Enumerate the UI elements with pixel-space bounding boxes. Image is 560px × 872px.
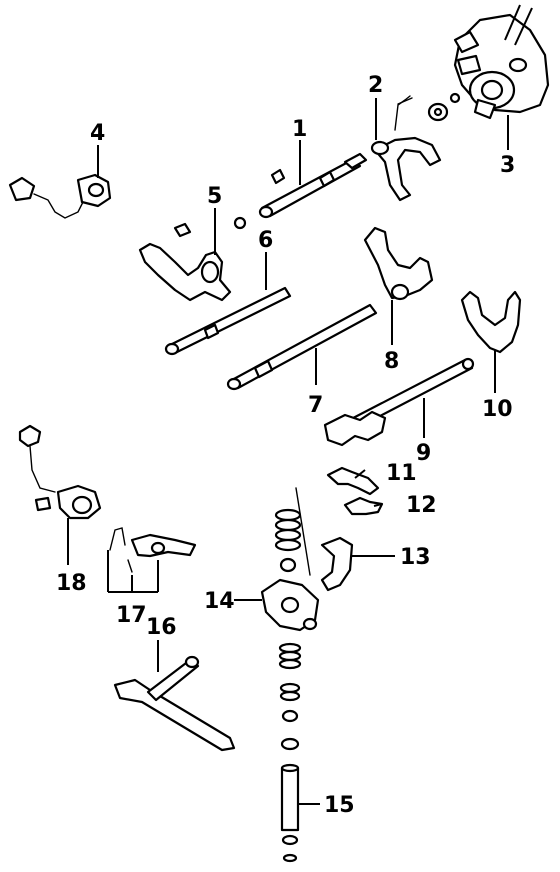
- lower-springs: [278, 642, 302, 751]
- callout-14: 14: [204, 589, 235, 614]
- callout-12: 12: [406, 493, 437, 518]
- part-7-shift-rail: [226, 303, 378, 391]
- part-17-clip: [109, 527, 197, 573]
- spring-stack: [274, 508, 302, 573]
- callout-11: 11: [386, 461, 417, 486]
- part-5-fork: [138, 216, 247, 302]
- callout-8: 8: [384, 349, 399, 374]
- leader-lines: [67, 98, 509, 805]
- part-4-sensor: [8, 173, 112, 219]
- part-16-lever: [113, 655, 236, 752]
- part-11-bracket: [326, 466, 380, 496]
- callout-5: 5: [207, 184, 222, 209]
- part-10-fork: [460, 290, 522, 354]
- part-8-fork: [363, 226, 434, 301]
- part-14-selector: [260, 578, 320, 632]
- part-9-shift-rail: [323, 357, 475, 447]
- callout-16: 16: [146, 615, 177, 640]
- callout-6: 6: [258, 228, 273, 253]
- part-6-shift-rail: [164, 286, 292, 356]
- callout-4: 4: [90, 121, 105, 146]
- callout-18: 18: [56, 571, 87, 596]
- part-12-bracket: [343, 496, 384, 516]
- callout-1: 1: [292, 117, 307, 142]
- callout-labels: 1 2 3 4 5 6 7 8 9 10 11 12 13 14 15 16 1…: [56, 73, 515, 818]
- callout-9: 9: [416, 441, 431, 466]
- callout-15: 15: [324, 793, 355, 818]
- callout-13: 13: [400, 545, 431, 570]
- part-13-plate: [295, 487, 354, 592]
- part-15-pin: [280, 763, 300, 863]
- part-18-switch: [18, 424, 102, 520]
- callout-7: 7: [308, 393, 323, 418]
- callout-17: 17: [116, 603, 147, 628]
- callout-3: 3: [500, 153, 515, 178]
- part-2-shift-fork: [370, 95, 442, 202]
- callout-10: 10: [482, 397, 513, 422]
- callout-2: 2: [368, 73, 383, 98]
- part-1-shift-rail: [258, 152, 368, 219]
- part-3-housing: [427, 4, 550, 122]
